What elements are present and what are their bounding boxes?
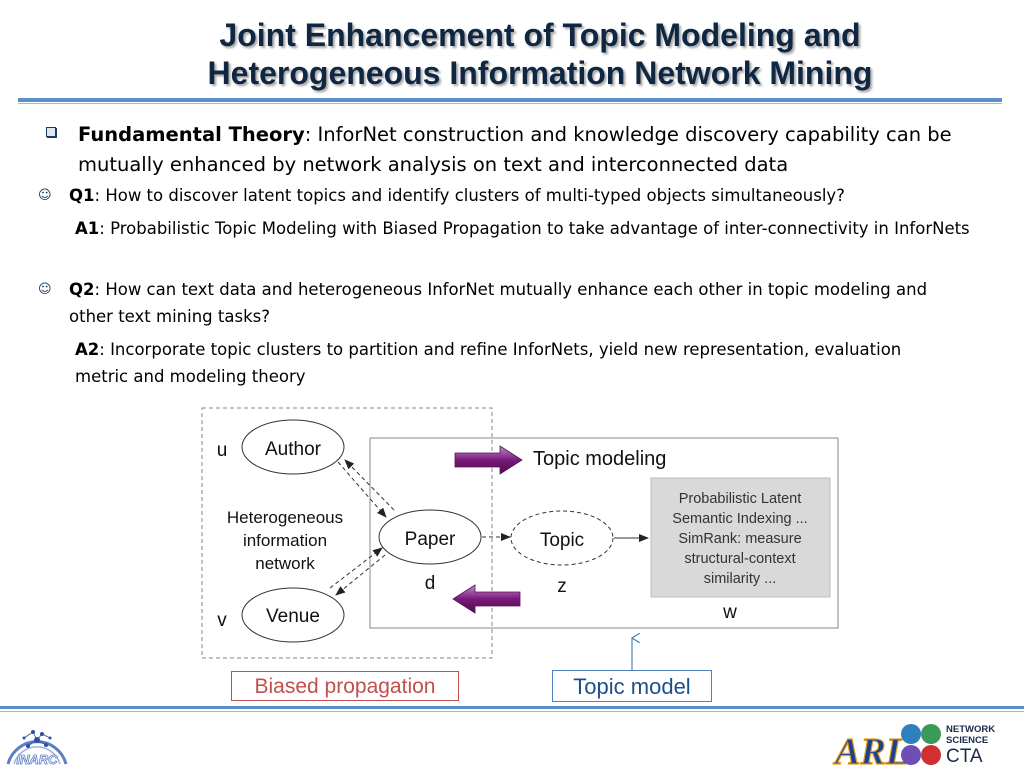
answer-a2: A2: Incorporate topic clusters to partit… [75,336,955,390]
method-box [650,477,831,598]
title-line-2: Heterogeneous Information Network Mining [207,55,873,91]
node-topic [510,510,614,566]
q1-text: Q1: How to discover latent topics and id… [69,182,949,209]
slide-title: Joint Enhancement of Topic Modeling and … [140,16,940,92]
edge-paper-author [344,459,395,511]
title-divider-thin [18,103,1002,104]
method-line-4: structural-context [684,551,795,567]
purple-arrow-left-icon [452,584,521,614]
bullet-body-text: : InforNet construction and knowledge di… [78,123,952,176]
q2-body: : How can text data and heterogeneous In… [69,280,928,326]
square-bullet-icon [46,127,56,137]
a1-body: : Probabilistic Topic Modeling with Bias… [99,219,970,238]
node-paper-label: Paper [405,529,456,550]
answer-a1: A1: Probabilistic Topic Modeling with Bi… [75,215,970,242]
network-dashed-box [201,407,493,659]
node-venue-label: Venue [266,606,320,627]
ns-line-1: NETWORK [946,724,995,735]
var-d: d [425,573,436,594]
arl-logo-text: ARL [833,731,909,768]
q1-label: Q1 [69,186,95,205]
method-line-5: similarity ... [704,571,777,587]
inarc-logo: INARC [6,730,68,767]
topic-modeling-label: Topic modeling [533,448,666,470]
edge-author-paper [337,461,387,518]
network-science-cta-logo: NETWORK SCIENCE CTA [901,724,995,767]
title-line-1: Joint Enhancement of Topic Modeling and [219,17,861,53]
node-venue [241,587,345,643]
network-label-1: Heterogeneous [227,508,343,527]
network-label-3: network [255,554,315,573]
ns-line-2: SCIENCE [946,735,988,746]
arl-logo: ARL [832,730,909,768]
bullet-text: Fundamental Theory: InforNet constructio… [78,120,978,180]
biased-propagation-label: Biased propagation [231,671,459,701]
node-author-label: Author [265,439,322,460]
network-label-2: information [243,531,327,550]
bullet-q2: ☺ Q2: How can text data and heterogeneou… [38,276,978,330]
method-line-1: Probabilistic Latent [679,491,802,507]
var-v: v [217,610,227,631]
smiley-bullet-icon: ☺ [38,188,52,203]
topic-modeling-diagram: Probabilistic Latent Semantic Indexing .… [201,407,839,670]
node-paper [378,509,482,565]
a2-label: A2 [75,340,100,359]
smiley-bullet-icon: ☺ [38,282,52,297]
footer-divider-thin [0,711,1024,712]
edge-venue-paper [329,547,383,589]
var-u: u [217,440,228,461]
inarc-logo-text: INARC [16,752,58,767]
purple-arrow-right-icon [454,445,523,475]
title-divider [18,98,1002,102]
footer-divider [0,706,1024,709]
a1-label: A1 [75,219,100,238]
var-w: w [722,602,737,623]
bullet-q1: ☺ Q1: How to discover latent topics and … [38,182,978,209]
footer-logos: INARC ARL NETWORK SCIENCE CTA [6,724,995,768]
var-z: z [557,576,567,597]
method-line-2: Semantic Indexing ... [672,511,807,527]
q1-body: : How to discover latent topics and iden… [94,186,845,205]
node-author [241,419,345,475]
bullet-label: Fundamental Theory [78,123,305,146]
topic-model-label: Topic model [552,670,712,702]
node-topic-label: Topic [540,530,584,551]
edge-paper-venue [335,554,386,596]
q2-text: Q2: How can text data and heterogeneous … [69,276,949,330]
q2-label: Q2 [69,280,95,299]
topic-model-box [369,437,839,629]
ns-line-3: CTA [946,746,983,767]
method-line-3: SimRank: measure [678,531,801,547]
a2-body: : Incorporate topic clusters to partitio… [75,340,902,386]
